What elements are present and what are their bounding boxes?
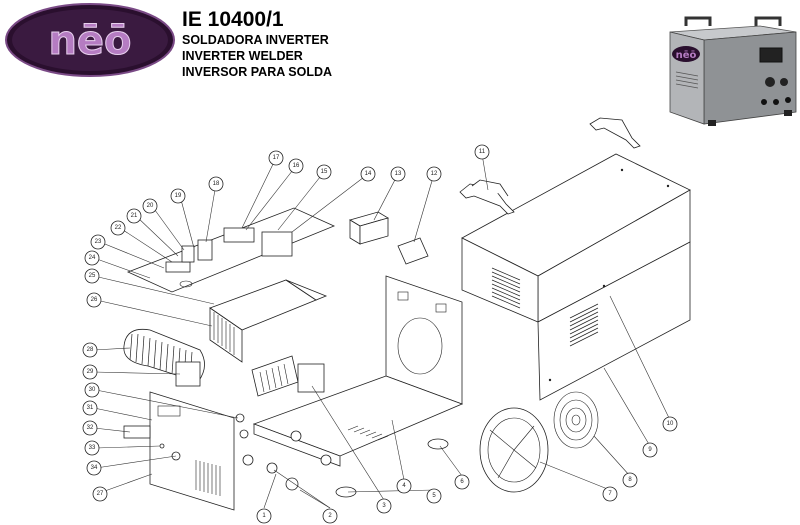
svg-text:2: 2: [328, 513, 332, 519]
svg-text:29: 29: [87, 369, 94, 375]
svg-text:34: 34: [91, 465, 98, 471]
callout-4: 4: [396, 478, 412, 494]
callout-22: 22: [110, 220, 126, 236]
leader-lines: [93, 153, 671, 509]
handle-left: [459, 179, 515, 215]
inductor-coil: [123, 328, 205, 387]
svg-text:15: 15: [321, 169, 328, 175]
callout-21: 21: [126, 208, 142, 224]
front-panel: [149, 391, 235, 511]
product-logo-text: nēō: [676, 50, 697, 61]
callout-13: 13: [390, 166, 406, 182]
callout-15: 15: [316, 164, 332, 180]
callout-7: 7: [602, 486, 618, 502]
svg-text:5: 5: [432, 493, 436, 499]
base-pan: [252, 375, 464, 498]
title-line-1: SOLDADORA INVERTER: [182, 33, 329, 47]
callout-2: 2: [322, 508, 338, 524]
callouts: 1 2 3 4 5 6 7 8 9 10 11 12 13 14 15 16 1…: [82, 144, 678, 524]
svg-text:14: 14: [365, 171, 372, 177]
svg-text:28: 28: [87, 347, 94, 353]
svg-text:23: 23: [95, 239, 102, 245]
handle-top: [589, 117, 641, 149]
transformer: [251, 355, 325, 397]
callout-18: 18: [208, 176, 224, 192]
svg-text:9: 9: [648, 447, 652, 453]
svg-text:22: 22: [115, 225, 122, 231]
side-panel: [537, 241, 691, 401]
svg-text:10: 10: [667, 421, 674, 427]
svg-text:11: 11: [479, 149, 486, 155]
terminal-blocks: [349, 211, 429, 265]
svg-text:6: 6: [460, 479, 464, 485]
callout-6: 6: [454, 474, 470, 490]
callout-10: 10: [662, 416, 678, 432]
svg-text:3: 3: [382, 503, 386, 509]
svg-text:20: 20: [147, 203, 154, 209]
callout-24: 24: [84, 250, 100, 266]
svg-text:19: 19: [175, 193, 182, 199]
svg-text:1: 1: [262, 513, 266, 519]
logo-text: nēō: [48, 18, 131, 64]
callout-29: 29: [82, 364, 98, 380]
callout-32: 32: [82, 420, 98, 436]
svg-text:27: 27: [97, 491, 104, 497]
callout-9: 9: [642, 442, 658, 458]
top-cover: [461, 153, 691, 323]
callout-25: 25: [84, 268, 100, 284]
callout-11: 11: [474, 144, 490, 160]
cooling-fan: [479, 407, 549, 493]
main-pcb: [126, 207, 336, 293]
svg-text:33: 33: [89, 445, 96, 451]
callout-16: 16: [288, 158, 304, 174]
product-photo: nēō: [664, 12, 798, 128]
svg-text:7: 7: [608, 491, 612, 497]
callout-27: 27: [92, 486, 108, 502]
callout-31: 31: [82, 400, 98, 416]
svg-text:25: 25: [89, 273, 96, 279]
svg-text:13: 13: [395, 171, 402, 177]
svg-text:12: 12: [431, 171, 438, 177]
svg-text:24: 24: [89, 255, 96, 261]
heatsink: [209, 279, 328, 363]
svg-text:30: 30: [89, 387, 96, 393]
svg-text:17: 17: [273, 155, 280, 161]
callout-20: 20: [142, 198, 158, 214]
title-line-2: INVERTER WELDER: [182, 49, 303, 63]
callout-26: 26: [86, 292, 102, 308]
callout-17: 17: [268, 150, 284, 166]
callout-34: 34: [86, 460, 102, 476]
svg-text:32: 32: [87, 425, 94, 431]
callout-30: 30: [84, 382, 100, 398]
callout-1: 1: [256, 508, 272, 524]
fan-guard: [553, 391, 599, 449]
svg-text:8: 8: [628, 477, 632, 483]
callout-12: 12: [426, 166, 442, 182]
front-knobs: [123, 413, 332, 491]
callout-23: 23: [90, 234, 106, 250]
svg-text:26: 26: [91, 297, 98, 303]
svg-text:16: 16: [293, 163, 300, 169]
title-line-3: INVERSOR PARA SOLDA: [182, 65, 333, 79]
neo-logo: nēō: [5, 3, 175, 77]
callout-33: 33: [84, 440, 100, 456]
callout-3: 3: [376, 498, 392, 514]
svg-text:21: 21: [131, 213, 138, 219]
svg-text:18: 18: [213, 181, 220, 187]
model-number: IE 10400/1: [182, 8, 284, 31]
callout-8: 8: [622, 472, 638, 488]
callout-5: 5: [426, 488, 442, 504]
callout-28: 28: [82, 342, 98, 358]
svg-text:31: 31: [87, 405, 94, 411]
callout-19: 19: [170, 188, 186, 204]
callout-14: 14: [360, 166, 376, 182]
svg-text:4: 4: [402, 483, 406, 489]
title-block: IE 10400/1 SOLDADORA INVERTER INVERTER W…: [182, 8, 332, 80]
